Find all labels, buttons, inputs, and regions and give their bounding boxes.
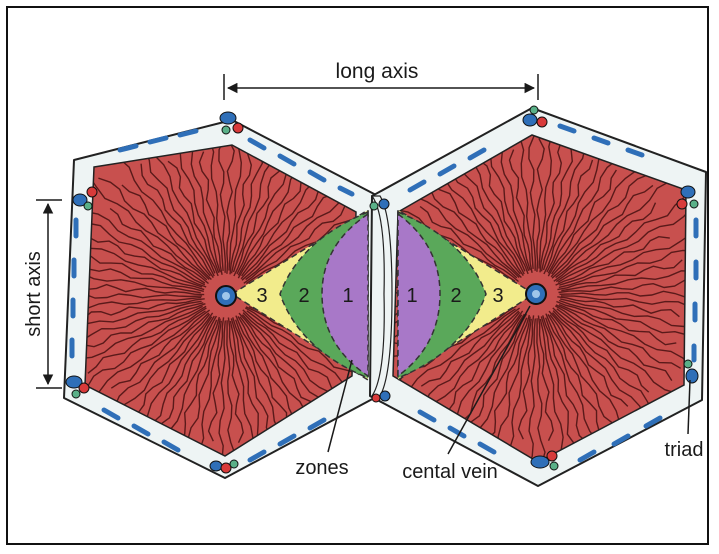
zone-number-right-1: 1 <box>406 285 417 307</box>
zone-number-left-1: 1 <box>342 285 353 307</box>
zone-number-left-2: 2 <box>298 285 309 307</box>
zone-number-right-2: 2 <box>450 285 461 307</box>
long-axis-label: long axis <box>336 60 419 83</box>
zones-label: zones <box>295 457 348 479</box>
short-axis-label: short axis <box>23 251 45 337</box>
long-axis-indicator: long axis <box>224 60 538 100</box>
zone-number-left-3: 3 <box>256 285 267 307</box>
zone-number-right-3: 3 <box>492 285 503 307</box>
short-axis-indicator: short axis <box>23 200 62 388</box>
triad-label: triad <box>665 439 704 461</box>
central-vein-label: cental vein <box>402 461 498 483</box>
